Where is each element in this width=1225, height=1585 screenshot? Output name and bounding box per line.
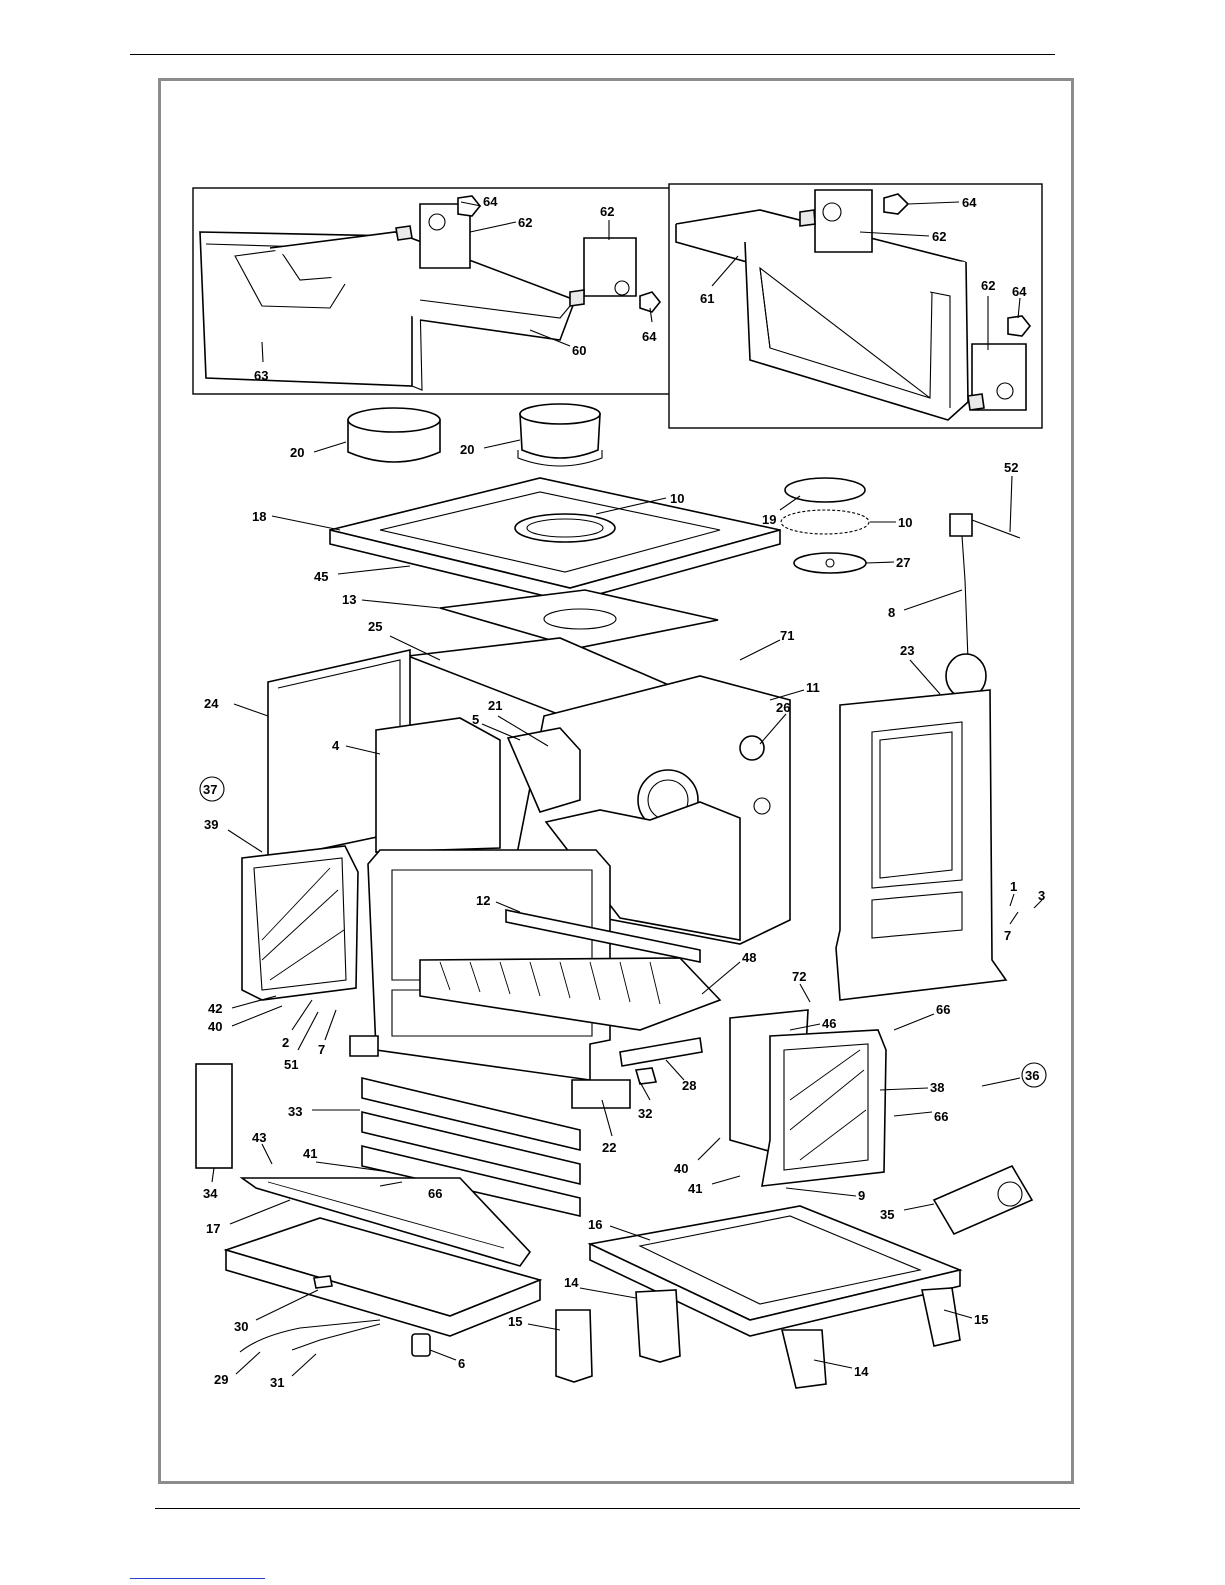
callout-label: 64: [962, 195, 977, 210]
callout-label: 52: [1004, 460, 1018, 475]
callout-label: 46: [822, 1016, 836, 1031]
callout-label: 10: [670, 491, 684, 506]
callout-label: 12: [476, 893, 490, 908]
callout-label: 45: [314, 569, 328, 584]
callout-label: 66: [934, 1109, 948, 1124]
callout-label: 26: [776, 700, 790, 715]
callout-label: 48: [742, 950, 756, 965]
callout-label: 66: [936, 1002, 950, 1017]
callout-label: 23: [900, 643, 914, 658]
callout-label: 16: [588, 1217, 602, 1232]
callout-label: 20: [460, 442, 474, 457]
callout-label: 62: [518, 215, 532, 230]
callout-label: 63: [254, 368, 268, 383]
callout-label: 42: [208, 1001, 222, 1016]
callout-label: 20: [290, 445, 304, 460]
callout-label: 22: [602, 1140, 616, 1155]
callout-label: 61: [700, 291, 714, 306]
callout-label: 4: [332, 738, 340, 753]
callout-label: 11: [806, 680, 820, 695]
callout-label: 13: [342, 592, 356, 607]
callout-label: 10: [898, 515, 912, 530]
callout-label: 7: [1004, 928, 1011, 943]
callout-label: 64: [483, 194, 498, 209]
callout-label: 35: [880, 1207, 894, 1222]
callout-label: 6: [458, 1356, 465, 1371]
callout-label: 21: [488, 698, 502, 713]
callout-label: 64: [642, 329, 657, 344]
callout-label: 25: [368, 619, 382, 634]
callout-label: 39: [204, 817, 218, 832]
callout-label: 37: [203, 782, 217, 797]
callout-label: 2: [282, 1035, 289, 1050]
callout-label: 34: [203, 1186, 218, 1201]
flue-collars: [348, 404, 602, 466]
callout-label: 1: [1010, 879, 1017, 894]
callout-label: 29: [214, 1372, 228, 1387]
callout-label: 27: [896, 555, 910, 570]
callout-label: 62: [600, 204, 614, 219]
callout-label: 3: [1038, 888, 1045, 903]
damper-rod: [946, 514, 1020, 698]
callout-label: 40: [208, 1019, 222, 1034]
callout-label: 36: [1025, 1068, 1039, 1083]
door-left: [242, 846, 358, 1000]
callout-label: 33: [288, 1104, 302, 1119]
callout-label: 41: [303, 1146, 317, 1161]
callout-label: 66: [428, 1186, 442, 1201]
callout-label: 18: [252, 509, 266, 524]
callout-label: 5: [472, 712, 479, 727]
callout-label: 30: [234, 1319, 248, 1334]
callout-label: 43: [252, 1130, 266, 1145]
callout-label: 14: [564, 1275, 579, 1290]
callout-label: 40: [674, 1161, 688, 1176]
callout-label: 7: [318, 1042, 325, 1057]
callout-label: 60: [572, 343, 586, 358]
callout-label: 19: [762, 512, 776, 527]
callout-label: 72: [792, 969, 806, 984]
callout-label: 32: [638, 1106, 652, 1121]
hotplate-parts: [781, 478, 869, 573]
callout-label: 51: [284, 1057, 298, 1072]
callout-label: 9: [858, 1188, 865, 1203]
callout-label: 15: [508, 1314, 522, 1329]
callout-label: 71: [780, 628, 794, 643]
tools: [240, 1320, 430, 1356]
inset-left-parts: [200, 196, 660, 390]
door-right: [730, 1010, 886, 1186]
callout-label: 38: [930, 1080, 944, 1095]
callout-label: 8: [888, 605, 895, 620]
callout-label: 31: [270, 1375, 284, 1390]
callout-label: 17: [206, 1221, 220, 1236]
callout-label: 62: [981, 278, 995, 293]
callout-label: 41: [688, 1181, 702, 1196]
side-panel-right: [836, 690, 1006, 1000]
callout-label: 64: [1012, 284, 1027, 299]
callout-label: 15: [974, 1312, 988, 1327]
callout-label: 62: [932, 229, 946, 244]
callout-label: 24: [204, 696, 219, 711]
callout-label: 14: [854, 1364, 869, 1379]
callout-label: 28: [682, 1078, 696, 1093]
top-plate: [330, 478, 780, 602]
